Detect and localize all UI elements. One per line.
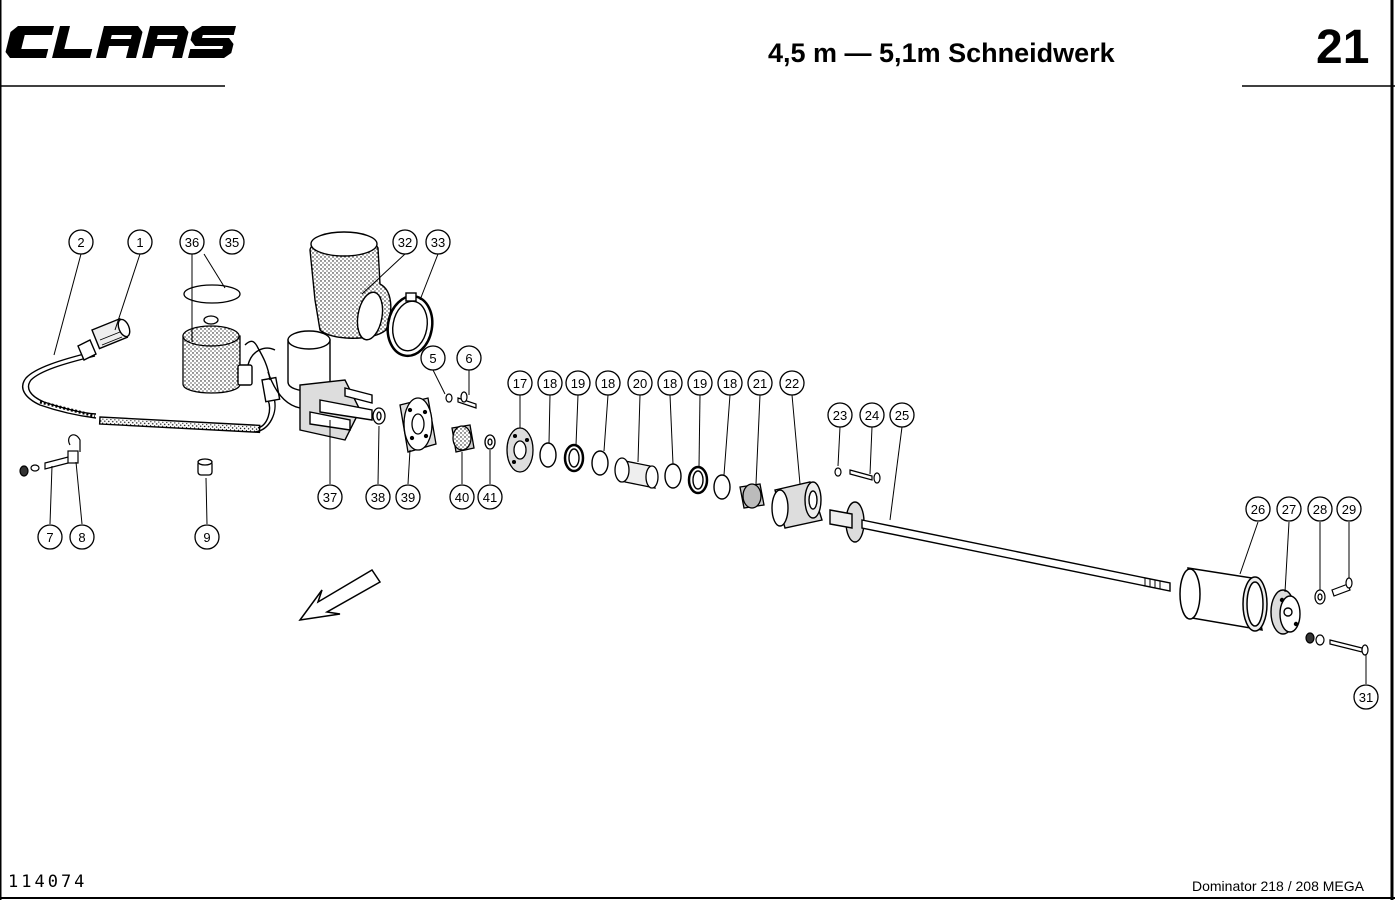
drive-motor (237, 330, 373, 441)
direction-arrow (298, 568, 382, 622)
sleeve-20 (614, 457, 659, 489)
callout-23: 23 (827, 402, 853, 428)
callout-38: 38 (365, 484, 391, 510)
page-title: 4,5 m — 5,1m Schneidwerk (768, 38, 1115, 68)
flange-disc-17 (506, 427, 534, 473)
svg-text:37: 37 (323, 490, 337, 505)
svg-text:25: 25 (895, 408, 909, 423)
leader-lines (49, 253, 1367, 684)
svg-text:36: 36 (185, 235, 199, 250)
callout-18: 18 (657, 370, 683, 396)
callout-25: 25 (889, 402, 915, 428)
callout-17: 17 (507, 370, 533, 396)
svg-text:2: 2 (77, 235, 84, 250)
ring-set (539, 442, 731, 500)
svg-text:1: 1 (136, 235, 143, 250)
document-number: 114074 (8, 872, 88, 892)
callout-35: 35 (219, 229, 245, 255)
svg-text:21: 21 (753, 376, 767, 391)
bolt-and-clip (19, 434, 81, 477)
filter-cover (182, 284, 241, 394)
callout-26: 26 (1245, 496, 1271, 522)
callout-19: 19 (565, 370, 591, 396)
nut-41 (484, 434, 496, 450)
svg-text:9: 9 (203, 530, 210, 545)
svg-text:22: 22 (785, 376, 799, 391)
callout-2: 2 (68, 229, 94, 255)
callout-37: 37 (317, 484, 343, 510)
callout-27: 27 (1276, 496, 1302, 522)
svg-text:31: 31 (1359, 690, 1373, 705)
callout-18: 18 (717, 370, 743, 396)
callout-21: 21 (747, 370, 773, 396)
svg-text:33: 33 (431, 235, 445, 250)
bush-21 (739, 483, 765, 509)
shaft-25 (829, 501, 1171, 592)
callout-22: 22 (779, 370, 805, 396)
callout-20: 20 (627, 370, 653, 396)
callout-32: 32 (392, 229, 418, 255)
svg-text:29: 29 (1342, 502, 1356, 517)
callout-31: 31 (1353, 684, 1379, 710)
coupling-22 (771, 481, 823, 529)
bolts-28-31 (1305, 577, 1369, 656)
svg-text:28: 28 (1313, 502, 1327, 517)
svg-text:6: 6 (465, 351, 472, 366)
svg-text:35: 35 (225, 235, 239, 250)
screw-5-6 (445, 391, 477, 409)
page-number: 21 (1316, 21, 1370, 74)
callout-1: 1 (127, 229, 153, 255)
bolt-23-24 (834, 467, 881, 484)
svg-text:27: 27 (1282, 502, 1296, 517)
grommet (197, 458, 213, 476)
bushing-40 (451, 424, 475, 453)
svg-text:20: 20 (633, 376, 647, 391)
callout-33: 33 (425, 229, 451, 255)
callout-7: 7 (37, 524, 63, 550)
end-cap-27 (1270, 589, 1301, 635)
callout-36: 36 (179, 229, 205, 255)
svg-text:40: 40 (455, 490, 469, 505)
svg-text:32: 32 (398, 235, 412, 250)
svg-text:19: 19 (693, 376, 707, 391)
callout-8: 8 (69, 524, 95, 550)
model-name: Dominator 218 / 208 MEGA (1192, 878, 1364, 894)
svg-text:38: 38 (371, 490, 385, 505)
callout-29: 29 (1336, 496, 1362, 522)
svg-text:18: 18 (543, 376, 557, 391)
callout-40: 40 (449, 484, 475, 510)
claas-logo (5, 26, 236, 58)
hose-elbow (309, 231, 434, 358)
svg-text:19: 19 (571, 376, 585, 391)
tube-26 (1179, 567, 1268, 632)
callout-28: 28 (1307, 496, 1333, 522)
svg-text:18: 18 (601, 376, 615, 391)
svg-text:26: 26 (1251, 502, 1265, 517)
callout-39: 39 (395, 484, 421, 510)
flange-39 (399, 397, 437, 453)
svg-text:18: 18 (663, 376, 677, 391)
sensor-cable (22, 340, 281, 434)
sensor-plug (77, 317, 131, 361)
svg-text:18: 18 (723, 376, 737, 391)
callout-18: 18 (595, 370, 621, 396)
callout-9: 9 (194, 524, 220, 550)
svg-text:39: 39 (401, 490, 415, 505)
callout-18: 18 (537, 370, 563, 396)
svg-text:23: 23 (833, 408, 847, 423)
washer-38 (372, 407, 386, 425)
callout-41: 41 (477, 484, 503, 510)
callout-19: 19 (687, 370, 713, 396)
svg-text:5: 5 (429, 351, 436, 366)
callout-6: 6 (456, 345, 482, 371)
svg-text:7: 7 (46, 530, 53, 545)
svg-text:8: 8 (78, 530, 85, 545)
svg-text:17: 17 (513, 376, 527, 391)
svg-text:41: 41 (483, 490, 497, 505)
callout-24: 24 (859, 402, 885, 428)
callout-5: 5 (420, 345, 446, 371)
svg-text:24: 24 (865, 408, 879, 423)
